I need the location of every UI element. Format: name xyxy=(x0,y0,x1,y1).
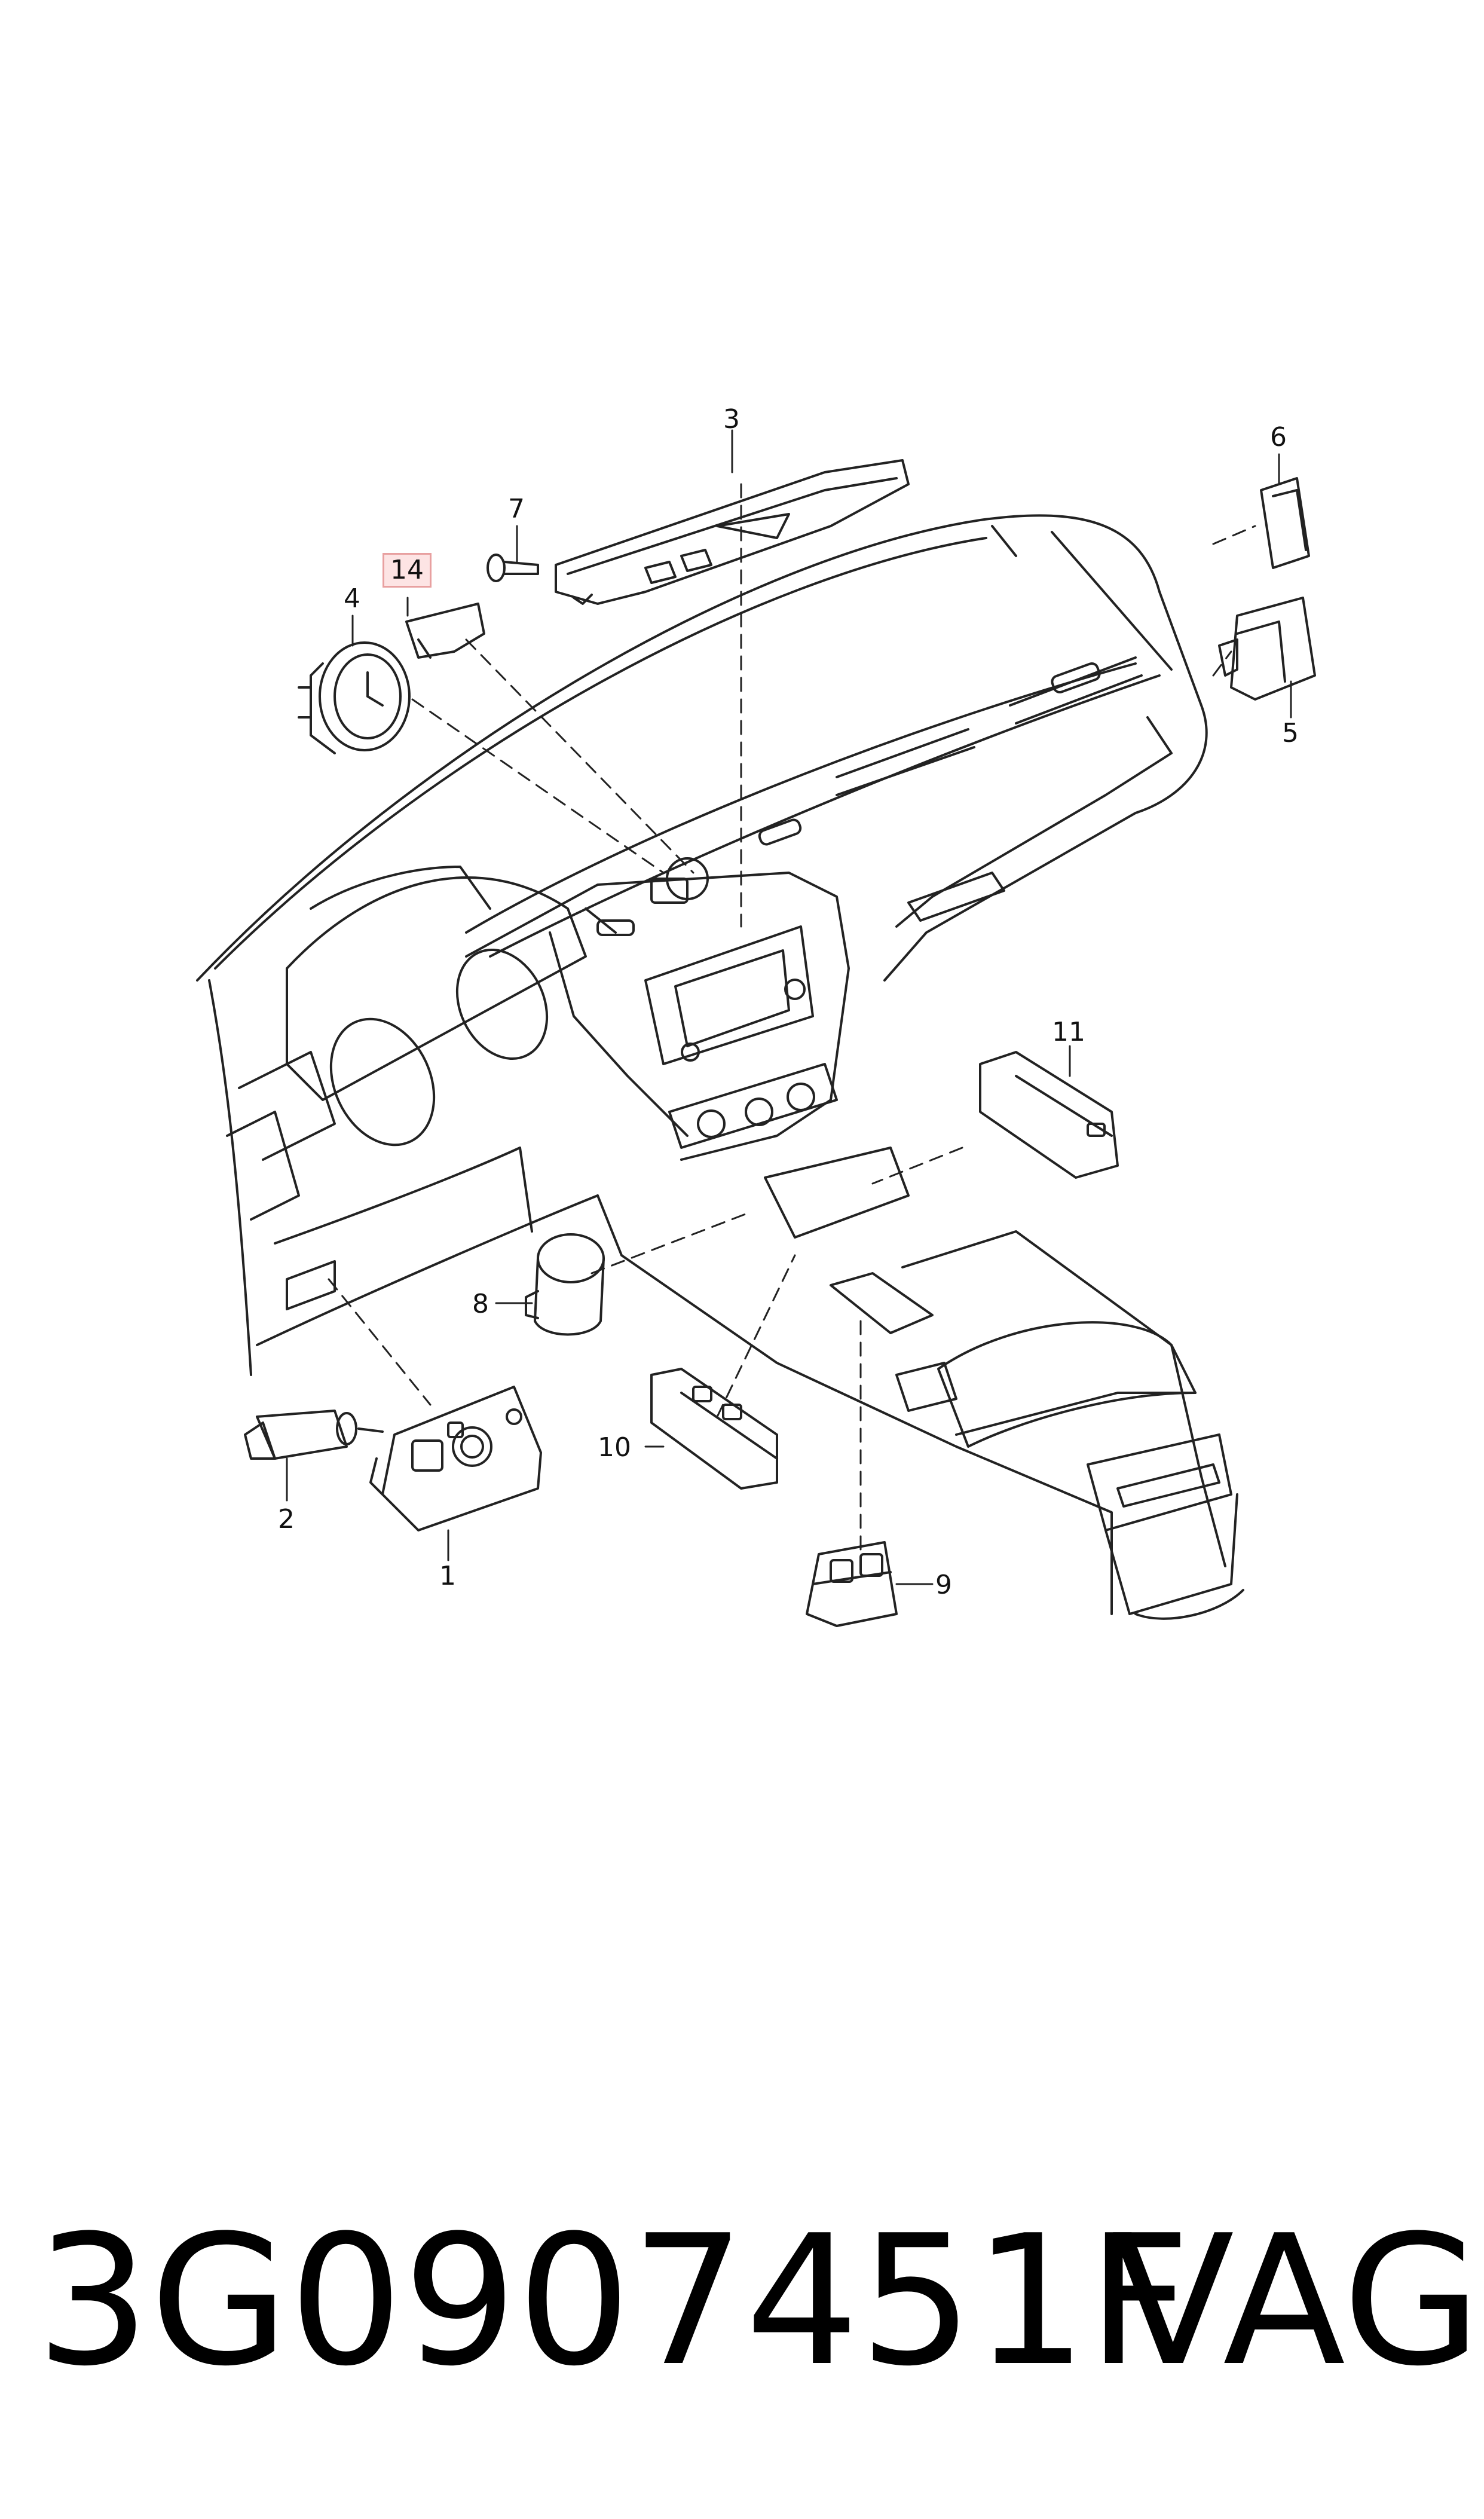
callout-ticks xyxy=(286,429,1292,1585)
callout-6: 6 xyxy=(1270,422,1287,453)
callout-7: 7 xyxy=(508,494,525,524)
callout-10: 10 xyxy=(598,1432,631,1463)
part-6-cover-cap xyxy=(1260,477,1310,569)
part-2-sensor xyxy=(244,1410,384,1460)
dashboard-outline xyxy=(196,514,1244,1620)
part-8-start-stop-button xyxy=(525,1233,605,1336)
part-number-caption: 3G0907451F xyxy=(36,2197,1191,2405)
part-3-hazard-control-panel xyxy=(555,459,910,605)
part-10-switch-panel-center xyxy=(650,1368,778,1490)
part-7-screw xyxy=(486,554,539,582)
callout-4: 4 xyxy=(344,583,360,614)
callout-14: 14 xyxy=(383,553,432,588)
callout-5: 5 xyxy=(1282,718,1299,748)
callout-1: 1 xyxy=(439,1561,456,1591)
leader-lines xyxy=(328,483,1256,1567)
part-14-sensor-cover xyxy=(405,603,485,659)
part-1-headlight-switch xyxy=(369,1386,542,1531)
callout-2: 2 xyxy=(278,1504,295,1534)
callout-3: 3 xyxy=(723,404,740,435)
brand-caption: VAG xyxy=(1112,2197,1482,2405)
callout-11: 11 xyxy=(1052,1017,1085,1047)
callout-9: 9 xyxy=(935,1570,952,1600)
part-11-switch-panel-upper xyxy=(979,1051,1119,1179)
part-4-clock xyxy=(298,641,411,754)
part-9-switch-module-console xyxy=(806,1541,898,1627)
part-5-switch-module-right xyxy=(1218,597,1316,701)
callout-8: 8 xyxy=(472,1289,489,1319)
